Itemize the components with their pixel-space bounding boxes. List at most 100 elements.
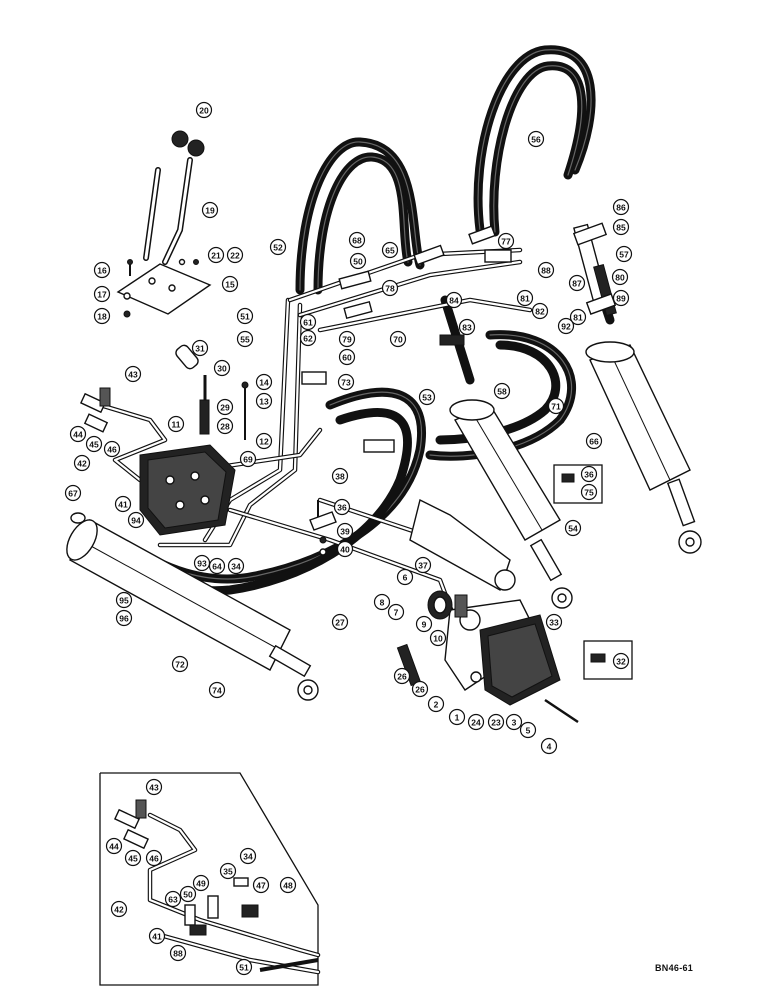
callout-circle xyxy=(381,279,399,297)
callout-circle xyxy=(493,382,511,400)
callout-61: 61 xyxy=(299,313,317,331)
callout-42: 42 xyxy=(73,454,91,472)
callout-number: 65 xyxy=(385,246,395,256)
callout-circle xyxy=(69,425,87,443)
callout-45: 45 xyxy=(124,849,142,867)
callout-46: 46 xyxy=(145,849,163,867)
callout-36: 36 xyxy=(333,498,351,516)
callout-44: 44 xyxy=(69,425,87,443)
callout-number: 92 xyxy=(561,322,571,332)
callout-55: 55 xyxy=(236,330,254,348)
cylinder-middle xyxy=(449,399,573,609)
callout-circle xyxy=(164,890,182,908)
callout-number: 19 xyxy=(205,206,215,216)
callout-17: 17 xyxy=(93,285,111,303)
callout-circle xyxy=(103,440,121,458)
callout-16: 16 xyxy=(93,261,111,279)
callout-circle xyxy=(216,398,234,416)
callout-circle xyxy=(537,261,555,279)
callout-circle xyxy=(393,667,411,685)
callout-45: 45 xyxy=(85,435,103,453)
callout-circle xyxy=(612,652,630,670)
callout-number: 48 xyxy=(283,881,293,891)
callout-number: 49 xyxy=(196,879,206,889)
callout-number: 42 xyxy=(114,905,124,915)
callout-44: 44 xyxy=(105,837,123,855)
callout-circle xyxy=(411,680,429,698)
callout-32: 32 xyxy=(612,652,630,670)
callout-circle xyxy=(255,373,273,391)
callout-92: 92 xyxy=(557,317,575,335)
callout-number: 81 xyxy=(573,313,583,323)
cylinder-tilt xyxy=(409,498,516,592)
callout-73: 73 xyxy=(337,373,355,391)
callout-number: 36 xyxy=(337,503,347,513)
callout-number: 54 xyxy=(568,524,578,534)
callout-number: 53 xyxy=(422,393,432,403)
callout-circle xyxy=(115,609,133,627)
callout-circle xyxy=(612,218,630,236)
callout-circle xyxy=(299,329,317,347)
callout-number: 93 xyxy=(197,559,207,569)
callout-number: 50 xyxy=(183,890,193,900)
callout-number: 16 xyxy=(97,266,107,276)
callout-number: 43 xyxy=(128,370,138,380)
callout-number: 37 xyxy=(418,561,428,571)
callout-circle xyxy=(145,849,163,867)
callout-28: 28 xyxy=(216,417,234,435)
callout-number: 8 xyxy=(380,598,385,608)
callout-number: 64 xyxy=(212,562,222,572)
callout-number: 72 xyxy=(175,660,185,670)
callout-50: 50 xyxy=(349,252,367,270)
callout-number: 46 xyxy=(149,854,159,864)
callout-number: 24 xyxy=(471,718,481,728)
callout-circle xyxy=(226,246,244,264)
callout-number: 38 xyxy=(335,472,345,482)
callout-40: 40 xyxy=(336,540,354,558)
cylinder-left xyxy=(66,512,319,701)
callout-95: 95 xyxy=(115,591,133,609)
callout-number: 46 xyxy=(107,445,117,455)
fittings-left xyxy=(79,387,111,433)
callout-7: 7 xyxy=(387,603,405,621)
callout-84: 84 xyxy=(445,291,463,309)
callout-number: 1 xyxy=(455,713,460,723)
callout-number: 45 xyxy=(89,440,99,450)
callout-circle xyxy=(299,313,317,331)
callout-number: 41 xyxy=(152,932,162,942)
callout-81: 81 xyxy=(569,308,587,326)
callout-60: 60 xyxy=(338,348,356,366)
callout-53: 53 xyxy=(418,388,436,406)
callout-number: 73 xyxy=(341,378,351,388)
callout-circle xyxy=(208,681,226,699)
callout-79: 79 xyxy=(338,330,356,348)
callout-43: 43 xyxy=(124,365,142,383)
callout-number: 44 xyxy=(109,842,119,852)
callout-number: 51 xyxy=(240,312,250,322)
callout-circle xyxy=(445,291,463,309)
callout-number: 17 xyxy=(97,290,107,300)
callout-62: 62 xyxy=(299,329,317,347)
callout-circle xyxy=(336,540,354,558)
callout-number: 28 xyxy=(220,422,230,432)
callout-43: 43 xyxy=(145,778,163,796)
callout-circle xyxy=(396,568,414,586)
callout-number: 11 xyxy=(172,420,181,430)
callout-6: 6 xyxy=(396,568,414,586)
callout-number: 20 xyxy=(199,106,209,116)
callout-circle xyxy=(124,849,142,867)
callout-63: 63 xyxy=(164,890,182,908)
callout-83: 83 xyxy=(458,318,476,336)
callout-circle xyxy=(239,847,257,865)
callout-81: 81 xyxy=(516,289,534,307)
plate-bolts xyxy=(123,258,199,318)
callout-circle xyxy=(331,467,349,485)
inset-detail-frame xyxy=(99,772,321,986)
callout-circle xyxy=(192,874,210,892)
callout-circle xyxy=(124,365,142,383)
callout-circle xyxy=(557,317,575,335)
callout-circle xyxy=(427,695,445,713)
callout-number: 60 xyxy=(342,353,352,363)
callout-number: 86 xyxy=(616,203,626,213)
